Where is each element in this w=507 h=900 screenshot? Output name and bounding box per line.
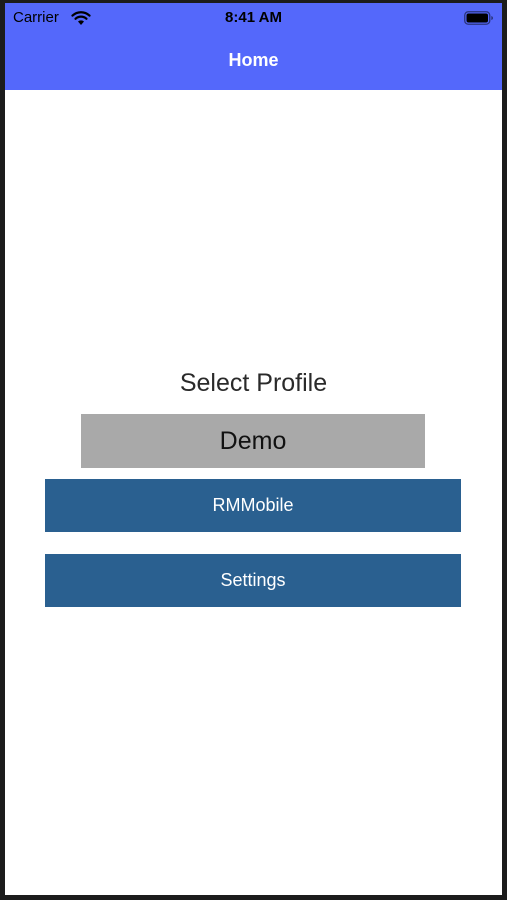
profile-selector[interactable]: Demo	[81, 414, 425, 468]
status-bar: Carrier 8:41 AM	[5, 3, 502, 33]
main-content: Select Profile Demo RMMobile Settings	[5, 90, 502, 895]
clock: 8:41 AM	[225, 9, 282, 26]
wifi-icon	[71, 11, 91, 25]
settings-button[interactable]: Settings	[45, 554, 461, 607]
battery-icon	[464, 11, 493, 25]
select-profile-label: Select Profile	[179, 369, 328, 397]
carrier-label: Carrier	[13, 9, 59, 26]
page-title: Home	[228, 50, 279, 70]
rmmobile-button[interactable]: RMMobile	[45, 479, 461, 532]
phone-screen: Carrier 8:41 AM Home Select Profile Demo…	[5, 3, 502, 895]
navigation-bar: Home	[5, 33, 502, 90]
